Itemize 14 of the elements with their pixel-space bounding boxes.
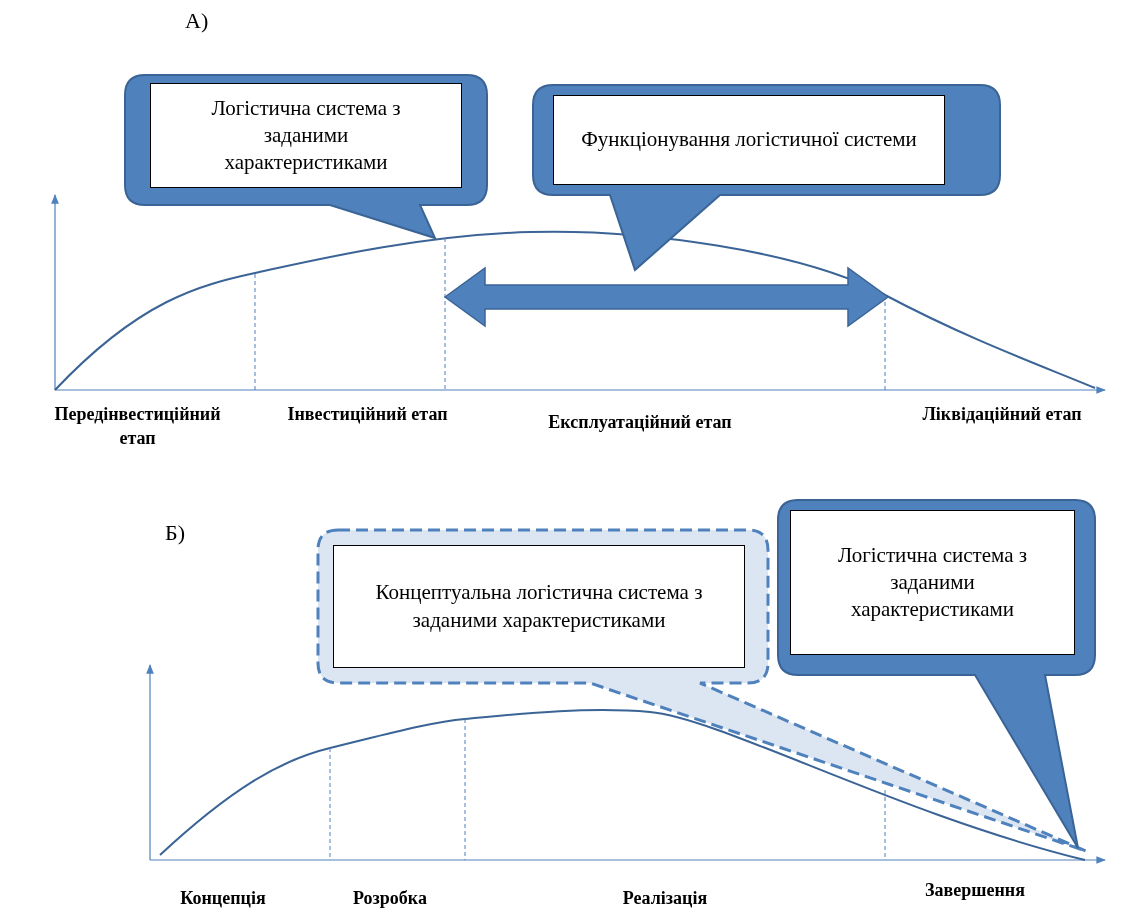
stage-label: Реалізація — [621, 887, 709, 910]
callout-text: Концептуальна логістична система з заданими характеристиками — [333, 545, 745, 668]
callout-text: Логістична система з заданими характеристиками — [150, 83, 462, 188]
stage-label: Інвестиційний етап — [286, 403, 449, 426]
callout-text: Функціонування логістичної системи — [553, 95, 945, 185]
stage-label: Передінвестиційний етап — [53, 403, 222, 451]
panel-label: Б) — [165, 520, 186, 546]
stage-label: Ліквідаційний етап — [921, 403, 1083, 426]
stage-label: Концепція — [179, 887, 267, 910]
stage-label: Розробка — [352, 887, 428, 910]
panel-label: А) — [185, 8, 210, 34]
callout-text: Логістична система з заданими характеристиками — [790, 510, 1075, 655]
stage-label: Завершення — [924, 879, 1026, 902]
stage-label: Експлуатаційний етап — [547, 411, 733, 434]
